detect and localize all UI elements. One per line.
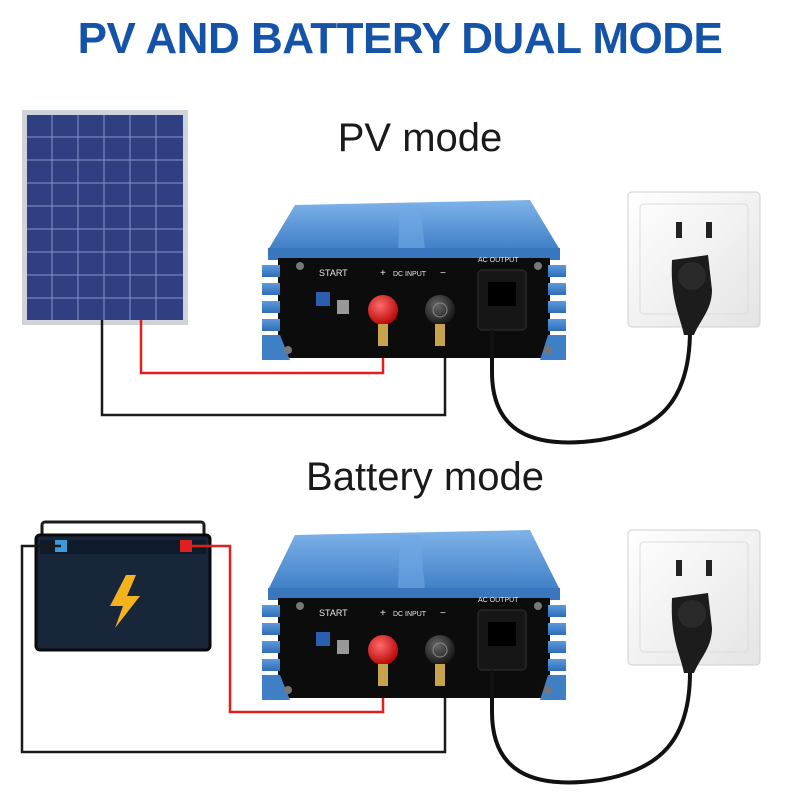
battery-negative-wire: [20, 544, 447, 754]
battery-ac-cable: [490, 670, 692, 785]
plus-label: +: [380, 268, 386, 279]
wall-socket-battery: [627, 529, 761, 673]
minus-label: −: [440, 268, 446, 279]
start-label: START: [319, 268, 348, 278]
battery-positive-wire: [186, 544, 385, 714]
pv-ac-cable: [490, 329, 692, 445]
negative-terminal: [425, 635, 455, 665]
wall-socket-pv: [627, 191, 761, 335]
pv-mode-label: PV mode: [337, 116, 503, 160]
start-label: START: [319, 608, 348, 618]
lightning-icon: [110, 575, 140, 628]
pv-positive-wire: [139, 320, 385, 375]
battery: [34, 520, 212, 652]
dc-input-label: DC INPUT: [393, 611, 427, 618]
battery-mode-label: Battery mode: [306, 455, 544, 499]
positive-terminal: [368, 635, 398, 665]
solar-panel: [22, 110, 188, 325]
ac-output-label: AC OUTPUT: [478, 257, 519, 264]
minus-label: −: [440, 608, 446, 619]
ac-output-label: AC OUTPUT: [478, 597, 519, 604]
negative-terminal: [425, 295, 455, 325]
positive-terminal: [368, 295, 398, 325]
inverter-battery: START + DC INPUT − AC OUTPUT: [262, 530, 566, 700]
page-title: PV AND BATTERY DUAL MODE: [77, 14, 723, 63]
dc-input-label: DC INPUT: [393, 271, 427, 278]
pv-negative-wire: [100, 320, 447, 417]
plus-label: +: [380, 608, 386, 619]
inverter-pv: START + DC INPUT − AC OUTPUT: [262, 200, 566, 360]
